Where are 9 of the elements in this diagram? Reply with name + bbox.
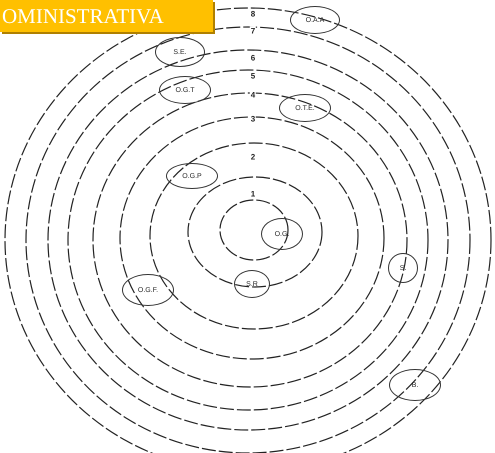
ring-number: 2 <box>250 152 256 162</box>
ring-number: 3 <box>250 114 256 124</box>
ring-number: 1 <box>250 190 256 198</box>
ring-number: 8 <box>250 10 256 18</box>
ring-number: 6 <box>250 54 256 62</box>
ring-number: 5 <box>250 72 256 80</box>
ring-number: 4 <box>250 90 256 100</box>
title-banner: OMINISTRATIVA <box>0 0 213 32</box>
ring-number: 7 <box>250 26 256 36</box>
